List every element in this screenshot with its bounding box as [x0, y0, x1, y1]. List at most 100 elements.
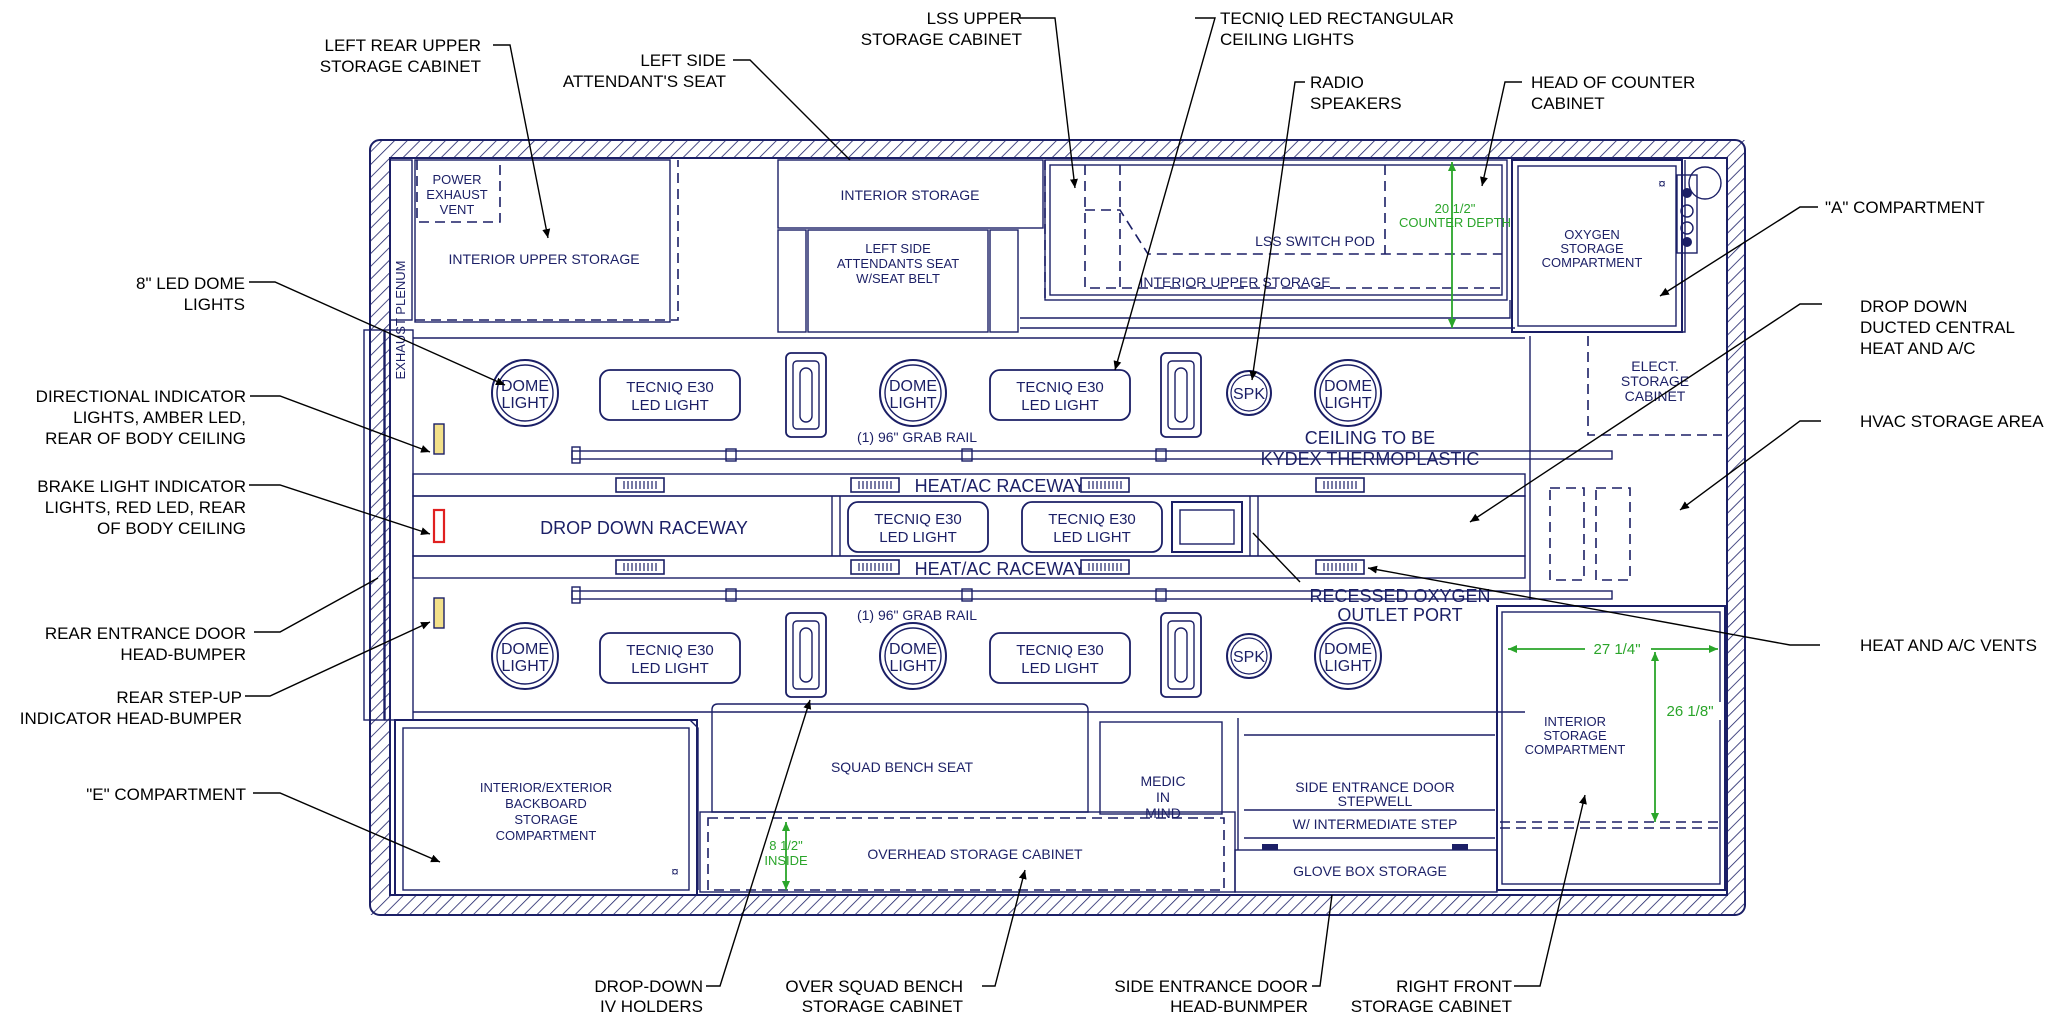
- width-dim-value: 27 1/4": [1593, 641, 1640, 658]
- interior-upper-storage-left-label: INTERIOR UPPER STORAGE: [448, 251, 639, 267]
- callout-left-side-seat-2: ATTENDANT'S SEAT: [563, 72, 726, 91]
- callout-brake-2: LIGHTS, RED LED, REAR: [45, 498, 246, 517]
- speaker-label: SPK: [1233, 649, 1265, 666]
- exhaust-plenum-label: EXHAUST PLENUM: [393, 261, 408, 380]
- tecniq-label-bottom: LED LIGHT: [879, 529, 957, 546]
- iv-holder: [785, 612, 827, 698]
- oxygen-line3: COMPARTMENT: [1542, 255, 1643, 270]
- oxygen-port-icon: [1688, 166, 1722, 200]
- counter-depth-value: 20 1/2": [1435, 201, 1476, 216]
- power-exhaust-line1: POWER: [432, 172, 481, 187]
- kydex-line1: CEILING TO BE: [1305, 428, 1435, 448]
- int-storage-line1: INTERIOR: [1544, 714, 1606, 729]
- dome-light-label-bottom: LIGHT: [1324, 658, 1371, 675]
- overhead-storage-label: OVERHEAD STORAGE CABINET: [867, 846, 1083, 862]
- recessed-oxygen-outlet: [1171, 501, 1243, 553]
- tecniq-label-bottom: LED LIGHT: [1021, 397, 1099, 414]
- callout-directional-3: REAR OF BODY CEILING: [45, 429, 246, 448]
- callout-over-squad-1: OVER SQUAD BENCH: [785, 977, 963, 996]
- oxygen-line2: STORAGE: [1560, 241, 1624, 256]
- overhead-storage-cabinet: 8 1/2" INSIDE OVERHEAD STORAGE CABINET: [699, 811, 1236, 893]
- dome-light-label-top: DOME: [889, 378, 937, 395]
- dome-light-label-top: DOME: [501, 641, 549, 658]
- exhaust-plenum: EXHAUST PLENUM: [389, 159, 413, 380]
- recessed-oxygen-line2: OUTLET PORT: [1337, 605, 1462, 625]
- left-side-seat-area: INTERIOR STORAGE LEFT SIDE ATTENDANTS SE…: [777, 159, 1044, 333]
- callout-over-squad-2: STORAGE CABINET: [802, 997, 963, 1016]
- squad-bench-label: SQUAD BENCH SEAT: [831, 759, 974, 775]
- callout-rear-door-1: REAR ENTRANCE DOOR: [45, 624, 246, 643]
- callout-directional-2: LIGHTS, AMBER LED,: [73, 408, 246, 427]
- tecniq-label-bottom: LED LIGHT: [631, 397, 709, 414]
- squad-bench-seat: SQUAD BENCH SEAT: [711, 703, 1089, 813]
- medic-in-mind: MEDIC IN MIND: [1099, 721, 1223, 821]
- oxygen-storage-compartment: OXYGEN STORAGE COMPARTMENT ¤: [1511, 159, 1722, 333]
- dome-light-label-top: DOME: [1324, 378, 1372, 395]
- callout-brake-3: OF BODY CEILING: [97, 519, 246, 538]
- glove-box-storage: GLOVE BOX STORAGE: [1234, 844, 1498, 893]
- callout-lss-upper-2: STORAGE CABINET: [861, 30, 1022, 49]
- tecniq-label-bottom: LED LIGHT: [1021, 660, 1099, 677]
- medic-line2: IN: [1156, 789, 1170, 805]
- heat-ac-vents: [615, 477, 1365, 575]
- tecniq-label-bottom: LED LIGHT: [631, 660, 709, 677]
- tecniq-label-bottom: LED LIGHT: [1053, 529, 1131, 546]
- tecniq-label-top: TECNIQ E30: [1048, 511, 1136, 528]
- iv-holders: [785, 352, 1202, 698]
- seat-label-line1: LEFT SIDE: [865, 241, 931, 256]
- tecniq-label-top: TECNIQ E30: [874, 511, 962, 528]
- callout-left-rear-upper-2: STORAGE CABINET: [320, 57, 481, 76]
- dome-light-label-top: DOME: [889, 641, 937, 658]
- callout-lss-upper-1: LSS UPPER: [927, 9, 1022, 28]
- callout-tecniq-2: CEILING LIGHTS: [1220, 30, 1354, 49]
- oxygen-valve-icon: ¤: [1658, 176, 1665, 191]
- raceway-bottom-label: HEAT/AC RACEWAY: [915, 559, 1086, 579]
- callout-radio-1: RADIO: [1310, 73, 1364, 92]
- inside-dim-value: 8 1/2": [769, 838, 803, 853]
- heat-ac-vent: [1315, 477, 1365, 493]
- callout-drop-down-1: DROP DOWN: [1860, 297, 1967, 316]
- callout-brake-1: BRAKE LIGHT INDICATOR: [37, 477, 246, 496]
- callout-led-dome-1: 8" LED DOME: [136, 274, 245, 293]
- iv-holder: [785, 352, 827, 438]
- callout-head-counter-2: CABINET: [1531, 94, 1605, 113]
- height-dim-value: 26 1/8": [1666, 703, 1713, 720]
- elect-line1: ELECT.: [1631, 358, 1678, 374]
- callout-hvac-storage: HVAC STORAGE AREA: [1860, 412, 2044, 431]
- latch-icon: ¤: [671, 864, 678, 879]
- backboard-line3: STORAGE: [514, 812, 578, 827]
- callout-side-door-2: HEAD-BUNMPER: [1170, 997, 1308, 1016]
- ceiling-area: HEAT/AC RACEWAY HEAT/AC RACEWAY DROP DOW…: [412, 337, 1613, 713]
- seat-label-line2: ATTENDANTS SEAT: [837, 256, 959, 271]
- dome-light-label-bottom: LIGHT: [889, 395, 936, 412]
- interior-upper-storage-right-label: INTERIOR UPPER STORAGE: [1139, 274, 1330, 290]
- backboard-line4: COMPARTMENT: [496, 828, 597, 843]
- interior-storage-top-label: INTERIOR STORAGE: [841, 187, 980, 203]
- callout-tecniq-1: TECNIQ LED RECTANGULAR: [1220, 9, 1454, 28]
- medic-line1: MEDIC: [1140, 773, 1185, 789]
- side-entrance-line2: STEPWELL: [1338, 793, 1413, 809]
- callout-radio-2: SPEAKERS: [1310, 94, 1402, 113]
- int-storage-line3: COMPARTMENT: [1525, 742, 1626, 757]
- directional-indicator-light: [433, 423, 445, 455]
- backboard-line2: BACKBOARD: [505, 796, 587, 811]
- tecniq-label-top: TECNIQ E30: [626, 642, 714, 659]
- seat-label-line3: W/SEAT BELT: [856, 271, 940, 286]
- dome-light-label-top: DOME: [501, 378, 549, 395]
- callout-led-dome-2: LIGHTS: [184, 295, 245, 314]
- callout-e-compartment: "E" COMPARTMENT: [86, 785, 246, 804]
- counter-depth-label: COUNTER DEPTH: [1399, 215, 1511, 230]
- callout-labels: LEFT REAR UPPER STORAGE CABINET LEFT SID…: [20, 9, 2045, 1016]
- speaker: SPK: [1226, 633, 1272, 679]
- dome-light-label-bottom: LIGHT: [501, 658, 548, 675]
